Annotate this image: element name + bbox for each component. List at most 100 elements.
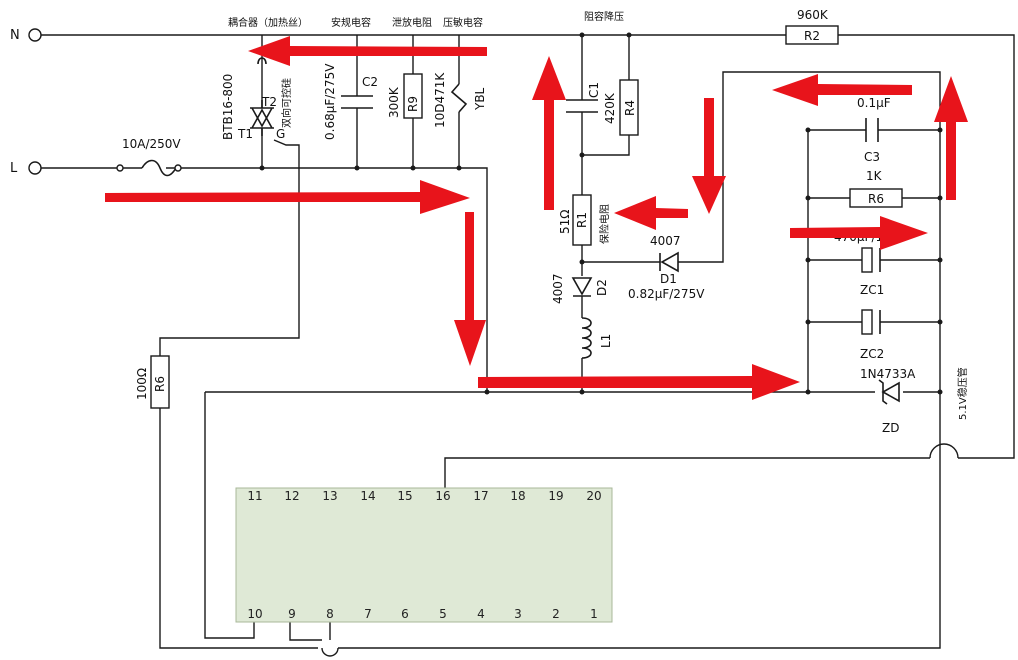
junction [937,127,943,133]
chip-pin-label: 20 [586,489,601,503]
chip-pin-label: 18 [510,489,525,503]
zc2-name: ZC2 [860,347,884,361]
junction [937,319,943,325]
junction [626,32,632,38]
triac-g-label: G [276,127,285,141]
junction [579,32,585,38]
junction [579,389,585,395]
label-bleed-resistor: 泄放电阻 [392,16,432,29]
capacitor-zc1: 470μF/1 ZC1 [834,230,884,297]
ybl-name: YBL [473,87,487,111]
junction [484,389,490,395]
l1-name: L1 [599,334,613,348]
triac-t2-label: T2 [261,95,277,109]
flow-arrow-up [934,76,968,200]
diode-d2: 4007 D2 [551,273,609,304]
r2-name: R2 [804,29,820,43]
flow-arrow-up [532,56,566,210]
d1-name: D1 [660,272,677,286]
varistor-ybl: YBL 10D471K [433,72,487,128]
electrolytic-plate [861,247,873,273]
current-flow-arrows [105,36,968,400]
terminal-l: L [10,161,42,176]
label-rc-dropper: 阻容降压 [584,10,624,23]
c1-name: C1 [587,82,601,98]
junction [456,165,462,171]
zener-zd: 1N4733A ZD 5.1V稳压管 [860,367,969,435]
resistor-body [785,25,839,45]
chip-pin-label: 6 [401,607,409,621]
chip-pin-label: 12 [284,489,299,503]
triac-t1-label: T1 [237,127,253,141]
junction [805,319,811,325]
diode-d1: 4007 D1 0.82μF/275V [628,234,705,301]
flow-arrow-right [790,216,928,250]
chip-pin-label: 9 [288,607,296,621]
resistor-body [403,73,423,119]
fuse-value: 10A/250V [122,137,181,151]
wire-n-jumper [929,443,959,459]
label-coupler: 耦合器（加热丝） [228,16,308,29]
junction [805,127,811,133]
flow-arrow-left [772,74,912,106]
resistor-body [849,188,903,208]
c2-value: 0.68μF/275V [323,63,337,140]
wire-gate [159,139,318,649]
chip-body [235,487,613,623]
wire-pin8 [329,458,941,649]
capacitor-c1: C1 420K [566,82,617,124]
junction [579,152,585,158]
terminal-circle [28,28,42,42]
d1-value: 4007 [650,234,681,248]
flow-arrow-right [478,364,800,400]
triac-hook [257,57,267,65]
zd-name: ZD [882,421,899,435]
resistor-r1: R1 51Ω 保险电阻 [558,194,611,246]
resistor-r2: R2 960K [785,8,839,45]
fuse-symbol [141,159,177,177]
chip-pin-label: 16 [435,489,450,503]
zd-value: 1N4733A [860,367,916,381]
capacitor-plates [341,95,373,109]
fuse-terminal [174,164,182,172]
terminal-l-label: L [10,161,18,176]
terminal-circle [28,161,42,175]
junction [805,389,811,395]
wire-l-bus [41,167,488,392]
chip-pin-label: 4 [477,607,485,621]
capacitor-c2: C2 0.68μF/275V [323,63,378,140]
inductor-symbol [581,317,592,359]
r4-value: 420K [603,92,617,124]
junction [805,195,811,201]
r6b-value: 100Ω [135,368,149,400]
d2-value: 4007 [551,273,565,304]
resistor-r9: R9 300K [387,73,423,119]
resistor-r4: R4 [619,79,639,136]
junction [805,257,811,263]
chip-pin-label: 19 [548,489,563,503]
resistor-r6-100: R6 100Ω [135,355,170,409]
junction [410,165,416,171]
r1-value: 51Ω [558,210,572,234]
triac-desc: 双向可控硅 [280,78,293,128]
capacitor-zc2: ZC2 [860,309,884,361]
chip-pin-label: 11 [247,489,262,503]
junction [259,165,265,171]
triac: BTB16-800 T2 T1 G 双向可控硅 [221,57,293,141]
chip-pin-label: 5 [439,607,447,621]
flow-arrow-left [248,36,487,66]
fuse-terminal [116,164,124,172]
chip-pin-label: 17 [473,489,488,503]
c3-name: C3 [864,150,880,164]
chip-pin-label: 1 [590,607,598,621]
flow-arrow-down [454,212,486,366]
resistor-r6-1k: R6 1K [849,169,903,208]
chip-pin-label: 14 [360,489,375,503]
junctions [259,32,943,395]
terminal-n-label: N [10,28,20,43]
r6-name: R6 [868,192,884,206]
fuse: 10A/250V [116,137,182,177]
